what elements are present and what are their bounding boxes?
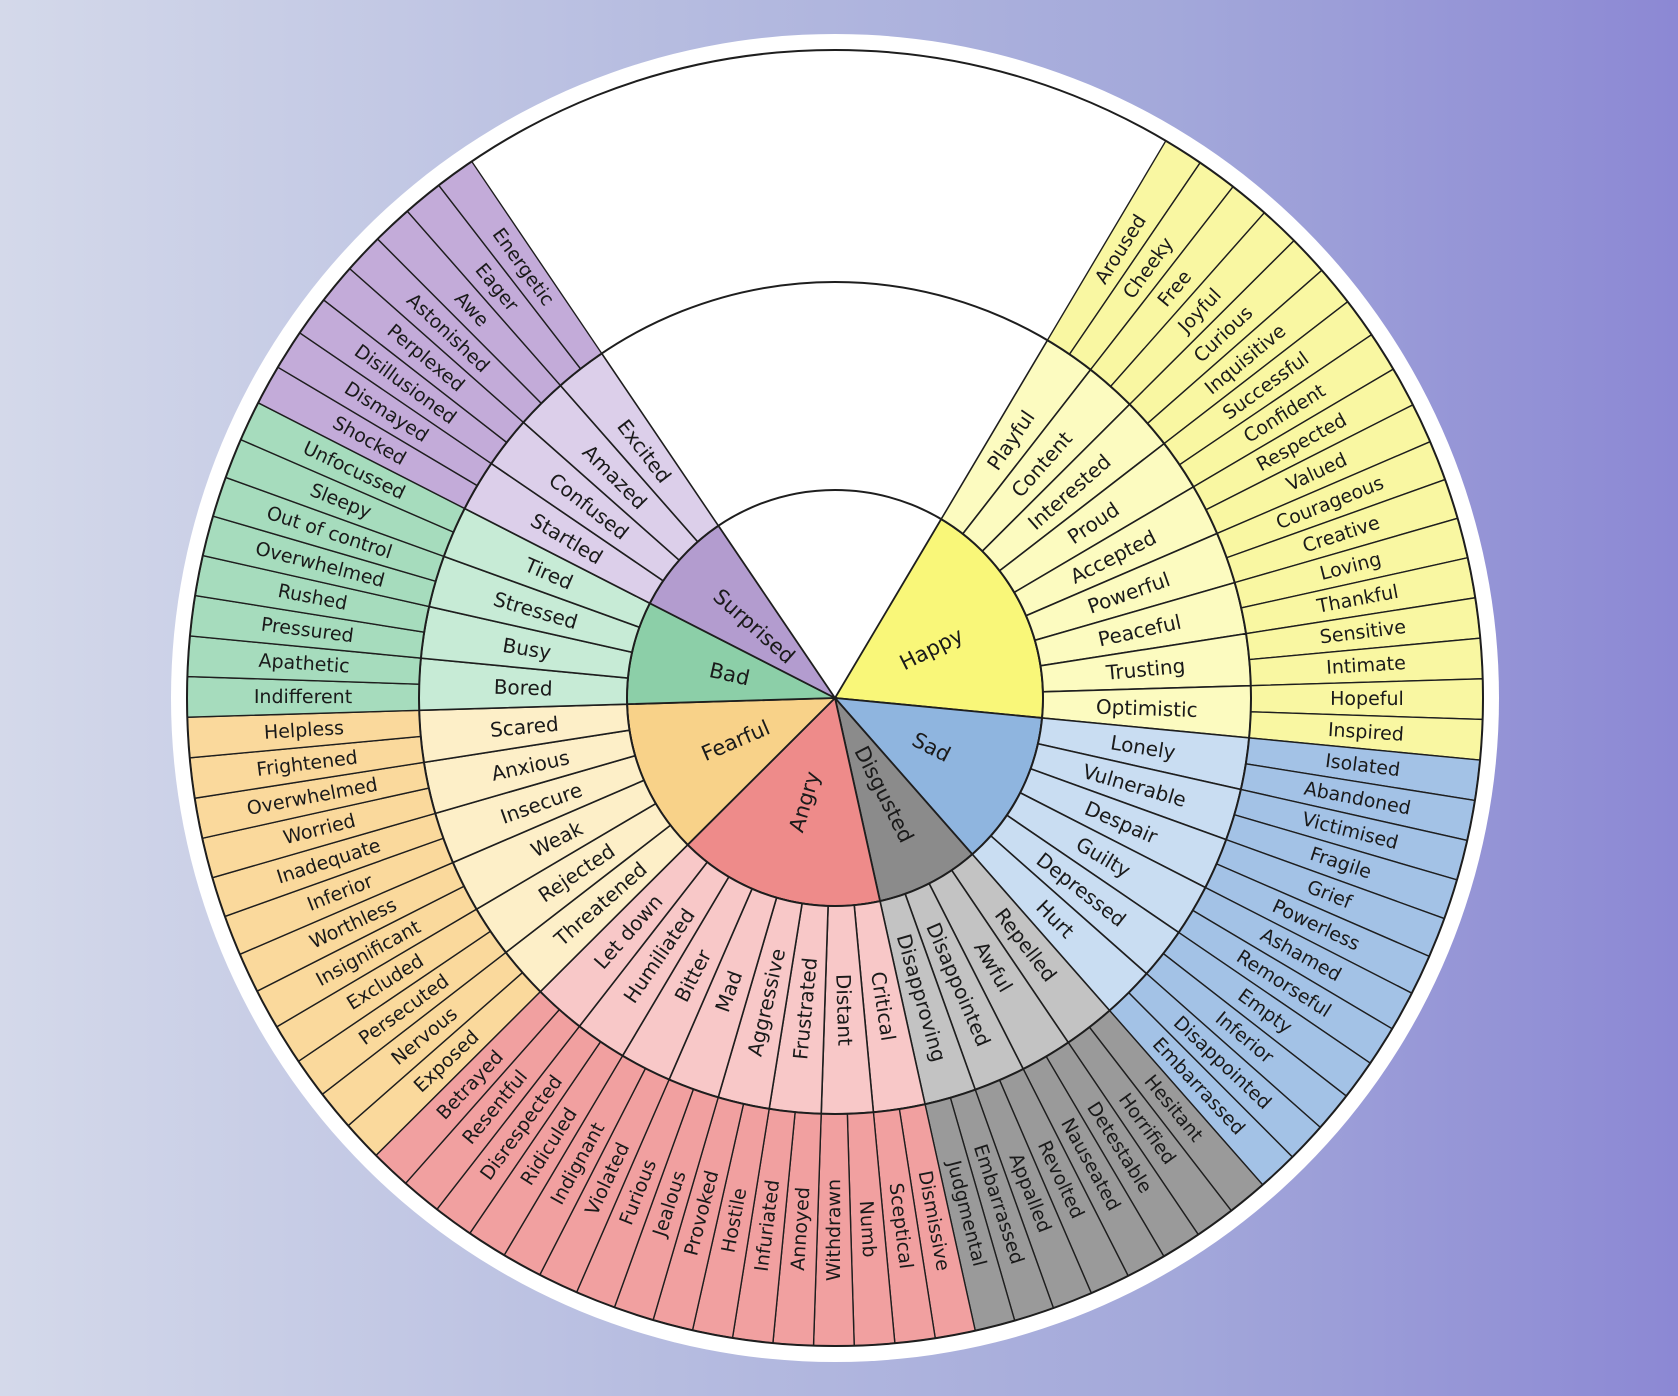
outer-label-numb: Numb [855, 1200, 880, 1258]
ring-outline-3 [186, 49, 1484, 1347]
middle-ring [418, 339, 1252, 1115]
outer-label-annoyed: Annoyed [787, 1186, 814, 1271]
outer-label-withdrawn: Withdrawn [823, 1179, 845, 1281]
outer-label-hopeful: Hopeful [1330, 688, 1404, 710]
middle-label-distant: Distant [831, 974, 857, 1047]
outer-ring [186, 139, 1484, 1347]
outer-label-indifferent: Indifferent [254, 686, 352, 708]
ring-outline-2 [418, 281, 1252, 1115]
middle-label-optimistic: Optimistic [1096, 695, 1198, 722]
middle-label-bored: Bored [493, 675, 553, 701]
outer-label-inspired: Inspired [1327, 719, 1404, 746]
ring-outline-1 [626, 489, 1044, 907]
outer-label-intimate: Intimate [1326, 652, 1407, 679]
wheel-labels [186, 49, 1484, 1347]
outer-label-helpless: Helpless [263, 717, 344, 744]
